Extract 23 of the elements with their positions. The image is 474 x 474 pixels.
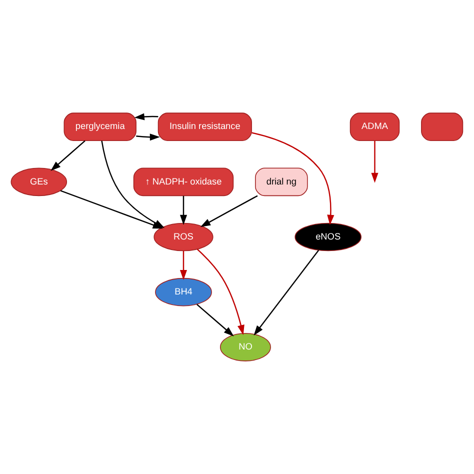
arrow [200,195,258,228]
arrow [180,196,188,225]
node-ellipse: BH4 [155,278,212,306]
arrow [252,132,334,225]
arrow [196,304,234,336]
node-box: ADMA [350,112,400,141]
node-ellipse: NO [220,333,271,362]
arrow [180,251,188,280]
node-box: ↑ NADPH- oxidase [133,168,234,196]
node-box [421,112,464,141]
node-ellipse: eNOS [294,222,362,252]
arrow [254,250,320,336]
arrow [371,140,378,183]
arrow [134,113,158,120]
node-box: drial ng [255,168,308,196]
node-ellipse: GEs [10,168,68,196]
node-box: Insulin resistance [158,112,252,141]
arrow [136,134,160,141]
arrow [50,140,86,171]
arrow [60,190,163,229]
node-box: perglycemia [64,112,136,141]
arrow [196,248,244,336]
node-ellipse: ROS [154,222,214,252]
